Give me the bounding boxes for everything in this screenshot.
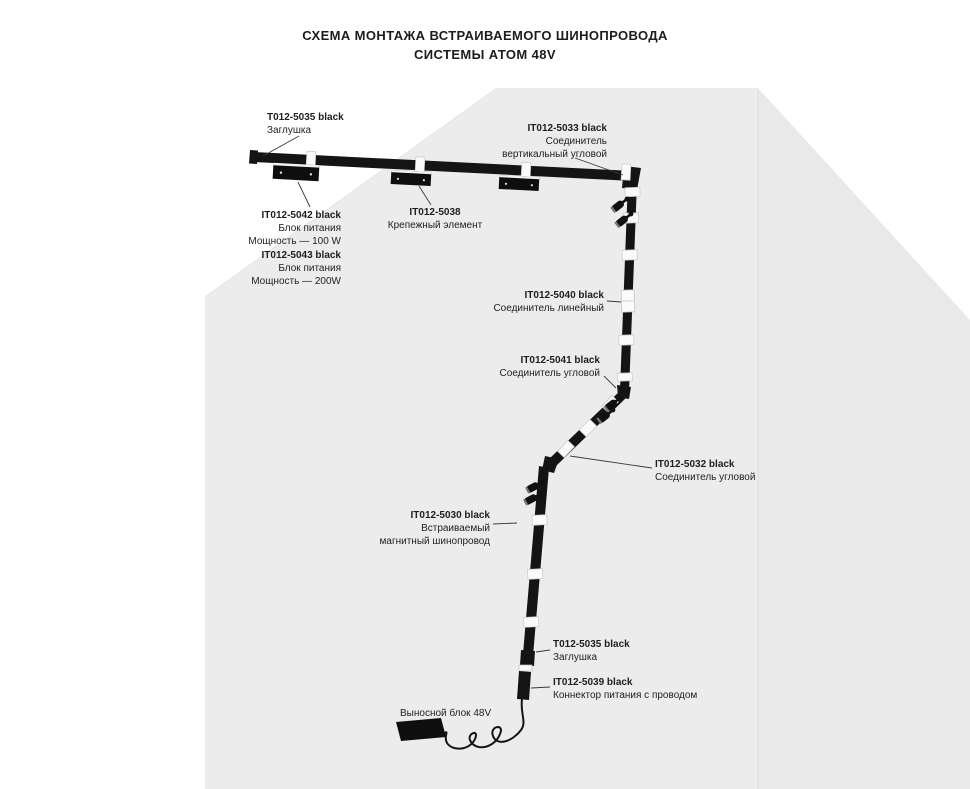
part-number: IT012-5039 black — [553, 677, 633, 688]
part-description: Встраиваемый — [421, 523, 490, 534]
part-number: IT012-5032 black — [655, 459, 735, 470]
part-description: Мощность — 100 W — [248, 236, 341, 247]
label-track: IT012-5030 black Встраиваемый магнитный … — [380, 509, 490, 548]
part-description: вертикальный угловой — [502, 149, 607, 160]
label-mount-clip: IT012-5038 Крепежный элемент — [385, 206, 485, 232]
leader-endcap-bottom — [535, 649, 551, 653]
leader-power-connector — [530, 686, 551, 689]
leader-endcap-top — [262, 135, 300, 157]
feed-white-band — [518, 664, 533, 672]
page-title: СХЕМА МОНТАЖА ВСТРАИВАЕМОГО ШИНОПРОВОДА … — [0, 26, 970, 64]
part-number: IT012-5041 black — [520, 355, 601, 366]
psu-box-1 — [272, 162, 320, 182]
power-feed — [396, 664, 533, 750]
leader-track — [492, 522, 518, 525]
power-supply-boxes — [272, 162, 540, 192]
page-title-line2: СИСТЕМЫ АТОМ 48V — [413, 47, 557, 62]
label-corner-connector-lower: IT012-5032 black Соединитель угловой — [655, 458, 755, 484]
endcap-bottom — [520, 650, 535, 666]
horizontal-track — [253, 152, 633, 181]
wall-background — [204, 87, 970, 789]
part-number: IT012-5033 black — [527, 123, 608, 134]
label-external-unit: Выносной блок 48V — [400, 707, 491, 720]
part-number: IT012-5030 black — [410, 510, 491, 521]
part-number: IT012-5043 black — [261, 250, 342, 261]
label-power-connector: IT012-5039 black Коннектор питания с про… — [553, 676, 697, 702]
label-linear-connector: IT012-5040 black Соединитель линейный — [493, 289, 604, 315]
part-description: Блок питания — [278, 263, 341, 274]
label-psu-100w: IT012-5042 black Блок питания Мощность —… — [248, 209, 341, 248]
linear-connector — [620, 289, 636, 313]
label-corner-connector-upper: IT012-5041 black Соединитель угловой — [500, 354, 600, 380]
psu-box-2 — [390, 169, 432, 187]
part-description: Крепежный элемент — [387, 220, 483, 231]
feed-connector-body — [517, 671, 531, 700]
vertical-track-lower — [523, 466, 549, 656]
label-psu-200w: IT012-5043 black Блок питания Мощность —… — [251, 249, 341, 288]
part-description: Блок питания — [278, 223, 341, 234]
part-description: Соединитель — [545, 136, 607, 147]
part-number: IT012-5042 black — [261, 210, 342, 221]
part-description: Заглушка — [553, 652, 598, 663]
part-description: Коннектор питания с проводом — [553, 690, 698, 701]
power-cord — [441, 698, 525, 750]
leader-linear — [606, 300, 622, 303]
part-description: Выносной блок 48V — [400, 708, 492, 719]
leader-corner-lower — [569, 455, 653, 469]
part-number: IT012-5040 black — [524, 290, 605, 301]
part-number: IT012-5038 — [409, 207, 461, 218]
label-endcap-top: T012-5035 black Заглушка — [267, 111, 344, 137]
part-description: Заглушка — [267, 125, 312, 136]
label-endcap-bottom: T012-5035 black Заглушка — [553, 638, 630, 664]
label-vertical-corner-connector: IT012-5033 black Соединитель вертикальны… — [502, 122, 607, 161]
part-description: Соединитель угловой — [499, 368, 600, 379]
page-title-line1: СХЕМА МОНТАЖА ВСТРАИВАЕМОГО ШИНОПРОВОДА — [302, 28, 668, 43]
external-unit-box — [396, 718, 446, 741]
leader-mount-clip — [418, 185, 432, 206]
part-description: Соединитель угловой — [655, 472, 756, 483]
part-description: Мощность — 200W — [251, 276, 341, 287]
leader-lines — [262, 135, 653, 689]
endcap-top — [249, 150, 258, 164]
leader-psu — [297, 181, 311, 208]
leader-corner-upper — [603, 375, 617, 389]
leader-vertical-corner — [574, 157, 624, 176]
part-description: Соединитель линейный — [493, 303, 604, 314]
psu-box-3 — [498, 174, 540, 192]
part-description: магнитный шинопровод — [379, 536, 490, 547]
part-number: T012-5035 black — [553, 639, 630, 650]
part-number: T012-5035 black — [267, 112, 344, 123]
